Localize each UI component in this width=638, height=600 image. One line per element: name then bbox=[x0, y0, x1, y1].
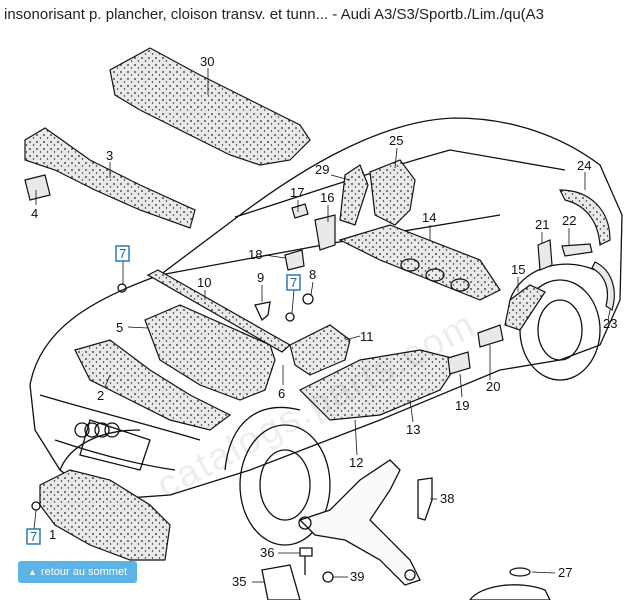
part-5-bulkhead bbox=[144, 304, 276, 401]
part-2-frontmat bbox=[74, 339, 232, 431]
callout-13: 13 bbox=[406, 422, 420, 437]
callout-22: 22 bbox=[562, 213, 576, 228]
callout-5: 5 bbox=[116, 320, 123, 335]
callout-8: 8 bbox=[309, 267, 316, 282]
callout-10: 10 bbox=[197, 275, 211, 290]
part-7-plug bbox=[285, 312, 295, 322]
part-17-block bbox=[291, 203, 309, 219]
page-title: insonorisant p. plancher, cloison transv… bbox=[4, 6, 545, 23]
callout-14: 14 bbox=[422, 210, 436, 225]
part-13-floor bbox=[298, 349, 461, 421]
part-4-clip bbox=[24, 174, 51, 201]
callout-4: 4 bbox=[31, 206, 38, 221]
callout-20: 20 bbox=[486, 379, 500, 394]
callout-39: 39 bbox=[350, 569, 364, 584]
parts-diagram: 30 3 4 25 24 29 17 16 14 21 22 18 10 9 8… bbox=[24, 47, 623, 600]
part-14-shelf bbox=[338, 224, 501, 301]
callout-38: 38 bbox=[440, 491, 454, 506]
callout-24: 24 bbox=[577, 158, 591, 173]
callout-23: 23 bbox=[603, 316, 617, 331]
part-rear-pad bbox=[469, 584, 551, 600]
part-16-bracket bbox=[314, 214, 336, 251]
boxed-callout-7a[interactable]: 7 bbox=[115, 245, 130, 262]
part-24-arch bbox=[559, 189, 611, 246]
callout-35: 35 bbox=[232, 574, 246, 589]
callout-17: 17 bbox=[290, 185, 304, 200]
boxed-callout-7b[interactable]: 7 bbox=[286, 274, 301, 291]
callout-6: 6 bbox=[278, 386, 285, 401]
part-25-pad bbox=[369, 159, 416, 226]
part-7-plug-c bbox=[31, 501, 41, 511]
back-to-top-button[interactable]: ▲ retour au sommet bbox=[18, 561, 138, 583]
callout-21: 21 bbox=[535, 217, 549, 232]
part-8-grommet bbox=[302, 293, 314, 305]
callout-12: 12 bbox=[349, 455, 363, 470]
callout-15: 15 bbox=[511, 262, 525, 277]
callout-18: 18 bbox=[248, 247, 262, 262]
boxed-callout-7c-label: 7 bbox=[30, 529, 37, 544]
part-9-clip bbox=[254, 301, 271, 322]
callout-27: 27 bbox=[558, 565, 572, 580]
chevron-up-icon: ▲ bbox=[28, 567, 37, 577]
part-21-block bbox=[537, 239, 553, 271]
part-20-block bbox=[477, 324, 504, 348]
boxed-callout-7a-label: 7 bbox=[119, 246, 126, 261]
part-38-bracket bbox=[417, 477, 433, 521]
callout-19: 19 bbox=[455, 398, 469, 413]
callout-1: 1 bbox=[49, 527, 56, 542]
part-12-controlarm bbox=[298, 459, 421, 586]
part-19-block bbox=[447, 351, 471, 375]
back-to-top-label: retour au sommet bbox=[40, 566, 128, 578]
part-11-tunnel bbox=[289, 324, 351, 376]
part-35-support bbox=[261, 564, 301, 600]
part-36-bolt bbox=[299, 547, 313, 575]
part-27-washer bbox=[509, 567, 531, 577]
callout-11: 11 bbox=[360, 329, 374, 344]
callout-30: 30 bbox=[200, 54, 214, 69]
callout-29: 29 bbox=[315, 162, 329, 177]
part-7-plug-b bbox=[117, 283, 127, 293]
boxed-callout-7c[interactable]: 7 bbox=[26, 528, 41, 545]
part-30-shield bbox=[109, 47, 311, 166]
leader-lines bbox=[33, 68, 611, 583]
part-39-nut bbox=[322, 571, 334, 583]
part-23-liner bbox=[591, 261, 615, 311]
boxed-callout-7b-label: 7 bbox=[290, 275, 297, 290]
callouts: 30 3 4 25 24 29 17 16 14 21 22 18 10 9 8… bbox=[31, 54, 617, 589]
callout-2: 2 bbox=[97, 388, 104, 403]
callout-25: 25 bbox=[389, 133, 403, 148]
callout-16: 16 bbox=[320, 190, 334, 205]
part-29-strip bbox=[339, 164, 369, 226]
callout-3: 3 bbox=[106, 148, 113, 163]
part-22-strip bbox=[561, 243, 593, 257]
part-18-block bbox=[284, 249, 305, 271]
audi-rings bbox=[74, 422, 120, 438]
part-15-wheelarch bbox=[504, 284, 546, 331]
part-1-lowershield bbox=[39, 469, 171, 561]
callout-36: 36 bbox=[260, 545, 274, 560]
callout-9: 9 bbox=[257, 270, 264, 285]
